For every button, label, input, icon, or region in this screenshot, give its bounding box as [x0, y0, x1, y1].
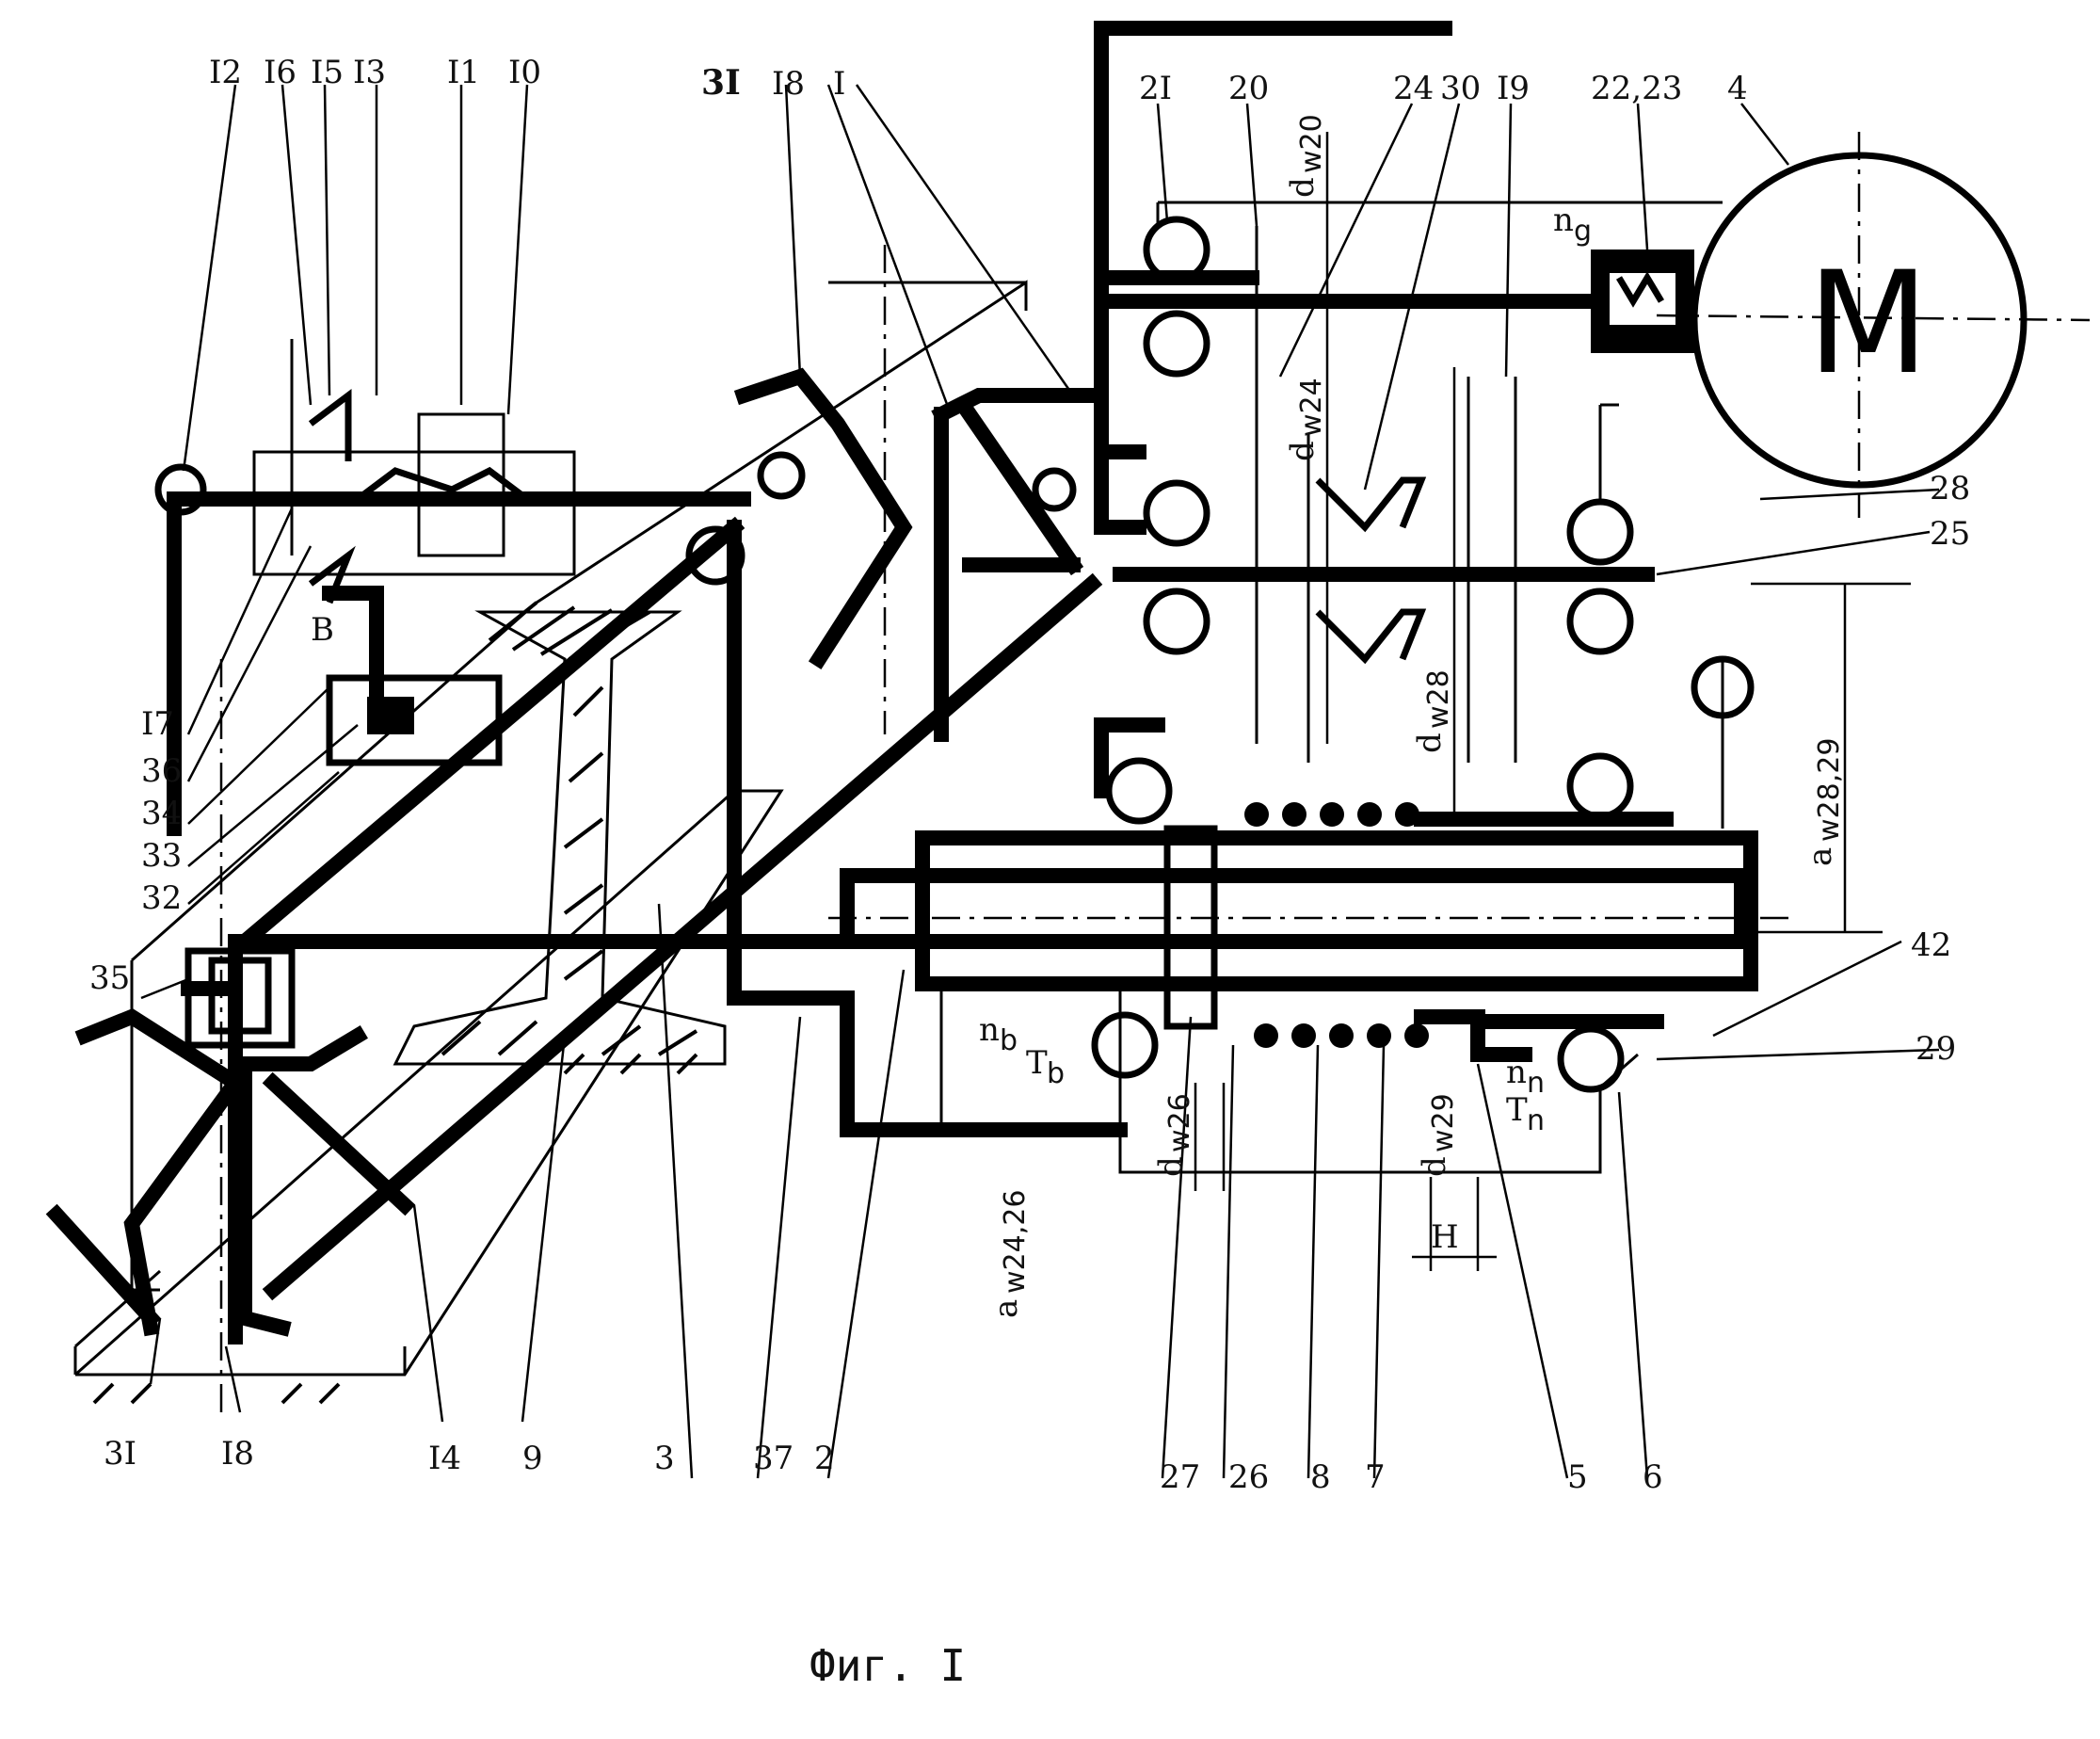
- dim-dw20-sub: w20: [1295, 114, 1328, 173]
- label-22-23: 22,23: [1591, 70, 1682, 107]
- dim-aw2426-base: a: [987, 1299, 1025, 1318]
- symbol-labels: n g n b T b n n T n: [979, 201, 1592, 1137]
- sym-t-b-sub: b: [1047, 1057, 1065, 1090]
- label-I1: I1: [447, 54, 480, 91]
- label-I8-bottom: I8: [221, 1435, 254, 1473]
- dim-dw24-base: d: [1284, 441, 1322, 461]
- label-I3: I3: [353, 54, 386, 91]
- label-27: 27: [1160, 1458, 1200, 1496]
- dim-dw29-sub: w29: [1427, 1093, 1460, 1152]
- dim-dw26-sub: w26: [1163, 1093, 1196, 1152]
- label-4: 4: [1727, 70, 1748, 107]
- label-37: 37: [753, 1440, 794, 1477]
- label-2: 2: [814, 1440, 835, 1477]
- label-25: 25: [1930, 515, 1970, 553]
- label-2I: 2I: [1139, 70, 1172, 107]
- label-42: 42: [1911, 926, 1951, 964]
- label-29: 29: [1916, 1030, 1956, 1068]
- label-32: 32: [141, 879, 182, 917]
- label-28: 28: [1930, 470, 1970, 507]
- label-I4: I4: [428, 1440, 461, 1477]
- dim-dw29-base: d: [1416, 1156, 1453, 1177]
- label-34: 34: [141, 795, 182, 832]
- label-I5: I5: [311, 54, 344, 91]
- spring-chain-top: [1244, 802, 1419, 827]
- sym-n-b-sub: b: [1000, 1024, 1018, 1057]
- sym-n-motor-base: n: [1553, 201, 1574, 239]
- motor-symbol: M: [1807, 242, 1929, 406]
- label-9: 9: [522, 1440, 543, 1477]
- label-I6: I6: [264, 54, 297, 91]
- figure-caption: Фиг. I: [810, 1640, 966, 1691]
- dim-dw28-sub: w28: [1422, 669, 1455, 729]
- dim-dw24-sub: w24: [1295, 378, 1328, 437]
- labels-top-middle: 3I I8 I: [701, 63, 845, 103]
- ground-hatching: [94, 1055, 697, 1403]
- label-24: 24: [1393, 70, 1434, 107]
- dim-aw2426-sub: w24,26: [999, 1190, 1032, 1294]
- screw-mechanism: [158, 339, 744, 829]
- label-I9: I9: [1497, 70, 1530, 107]
- labels-top-left: I2 I6 I5 I3 I1 I0: [209, 54, 541, 91]
- wheel-unit-front: [689, 245, 1101, 734]
- label-8: 8: [1310, 1458, 1331, 1496]
- label-H: H: [1431, 1218, 1459, 1256]
- dim-aw2829-base: a: [1802, 847, 1839, 866]
- spring-chain-bottom: [1254, 1023, 1429, 1048]
- dim-dw20-base: d: [1284, 177, 1322, 198]
- label-7: 7: [1365, 1458, 1386, 1496]
- label-3: 3: [654, 1440, 675, 1477]
- label-I-top: I: [833, 65, 845, 103]
- label-3I-top: 3I: [701, 63, 741, 103]
- label-6: 6: [1643, 1458, 1663, 1496]
- label-3I-bottom: 3I: [104, 1435, 136, 1473]
- motor: M: [1657, 132, 2090, 518]
- sym-n-motor-sub: g: [1574, 215, 1592, 248]
- sym-t-b-base: T: [1026, 1044, 1048, 1082]
- label-35: 35: [89, 959, 130, 997]
- sym-t-p-base: T: [1506, 1091, 1528, 1129]
- dim-dw28-base: d: [1411, 733, 1449, 753]
- label-I0: I0: [508, 54, 541, 91]
- label-26: 26: [1228, 1458, 1269, 1496]
- label-B: B: [311, 611, 334, 649]
- dim-dw26-base: d: [1152, 1156, 1190, 1177]
- sym-t-p-sub: n: [1527, 1104, 1545, 1137]
- sym-n-p-sub: n: [1527, 1067, 1545, 1100]
- dim-aw2829-sub: w28,29: [1813, 738, 1846, 842]
- label-5: 5: [1567, 1458, 1588, 1496]
- label-30: 30: [1440, 70, 1481, 107]
- labels-bottom: 3I I8 I4 9 3 37 2 27 26 8 7 5 6 H: [104, 1218, 1663, 1496]
- labels-right-side: 28 25 42 29: [1911, 470, 1970, 1068]
- label-I8-top: I8: [772, 65, 805, 103]
- sym-n-b-base: n: [979, 1011, 1000, 1049]
- labels-top-right: 2I 20 24 30 I9 22,23 4: [1139, 70, 1748, 107]
- label-20: 20: [1228, 70, 1269, 107]
- sym-n-p-base: n: [1506, 1054, 1527, 1091]
- label-I2: I2: [209, 54, 242, 91]
- label-33: 33: [141, 837, 182, 875]
- label-36: 36: [141, 752, 182, 790]
- label-I7: I7: [141, 705, 174, 743]
